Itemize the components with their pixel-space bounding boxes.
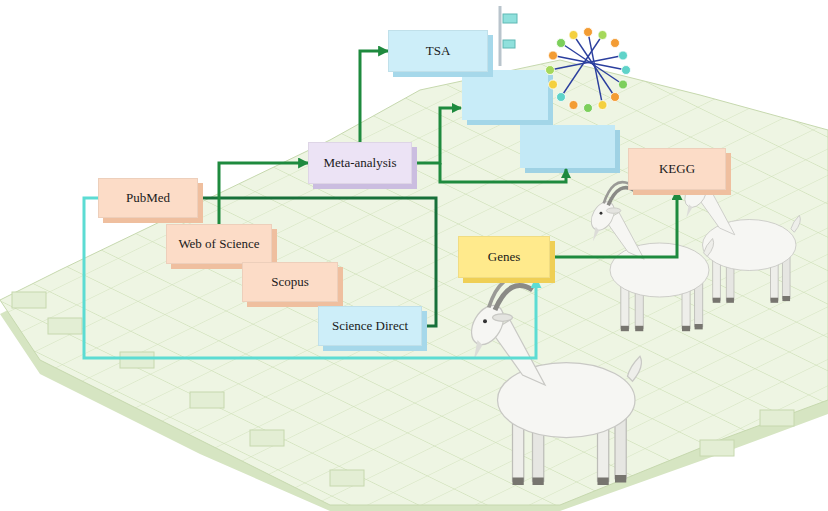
network-dot bbox=[549, 80, 558, 89]
network-dot bbox=[584, 28, 593, 37]
pole bbox=[499, 6, 502, 66]
pole-flag bbox=[503, 14, 517, 23]
connector bbox=[84, 198, 536, 358]
network-nodes bbox=[546, 28, 631, 113]
network-dot bbox=[569, 31, 578, 40]
process-box: Genes bbox=[458, 236, 550, 278]
network-dot bbox=[549, 51, 558, 60]
network-dot bbox=[619, 51, 628, 60]
box-label: Science Direct bbox=[332, 318, 408, 334]
process-box: Scopus bbox=[242, 262, 338, 302]
network-dot bbox=[546, 66, 555, 75]
connector bbox=[550, 190, 677, 257]
network-circle bbox=[550, 32, 626, 105]
box-label: TSA bbox=[426, 43, 451, 59]
network-dot bbox=[569, 101, 578, 110]
box-label: Meta-analysis bbox=[324, 155, 397, 171]
box-front bbox=[462, 70, 548, 120]
branch-arrow bbox=[412, 108, 461, 163]
process-box: Meta-analysis bbox=[308, 142, 412, 184]
connector bbox=[219, 163, 308, 224]
box-label: Scopus bbox=[271, 274, 309, 290]
process-box: Web of Science bbox=[166, 224, 272, 264]
network-dot bbox=[598, 31, 607, 40]
ground-grid bbox=[0, 60, 828, 505]
ground-block bbox=[48, 318, 82, 334]
connector bbox=[360, 51, 388, 142]
network-dot bbox=[619, 80, 628, 89]
network-dot bbox=[557, 93, 566, 102]
network-dot bbox=[584, 104, 593, 113]
ground-block bbox=[760, 410, 794, 426]
box-label: Web of Science bbox=[178, 236, 259, 252]
box-front bbox=[520, 125, 615, 168]
box-label: PubMed bbox=[126, 190, 170, 206]
process-box: TSA bbox=[388, 30, 488, 72]
ground-block bbox=[12, 292, 46, 308]
process-box: PubMed bbox=[98, 178, 198, 218]
result-box bbox=[462, 70, 553, 125]
box-label: Genes bbox=[488, 249, 521, 265]
ground-block bbox=[190, 392, 224, 408]
result-box bbox=[520, 125, 620, 173]
ground-block bbox=[700, 440, 734, 456]
pole-flag bbox=[503, 40, 515, 48]
process-box: Science Direct bbox=[318, 306, 422, 346]
ground-block bbox=[330, 470, 364, 486]
network-link bbox=[588, 32, 603, 105]
goat bbox=[465, 278, 641, 485]
ground-block bbox=[120, 352, 154, 368]
network-dot bbox=[622, 66, 631, 75]
ground-block bbox=[250, 430, 284, 446]
network-dot bbox=[611, 93, 620, 102]
branch-arrow bbox=[440, 163, 566, 182]
network-dot bbox=[611, 39, 620, 48]
network-dot bbox=[557, 39, 566, 48]
network-link bbox=[550, 56, 623, 71]
process-box: KEGG bbox=[628, 148, 726, 190]
ground-blocks bbox=[12, 292, 794, 486]
network-dot bbox=[598, 101, 607, 110]
box-label: KEGG bbox=[659, 161, 695, 177]
